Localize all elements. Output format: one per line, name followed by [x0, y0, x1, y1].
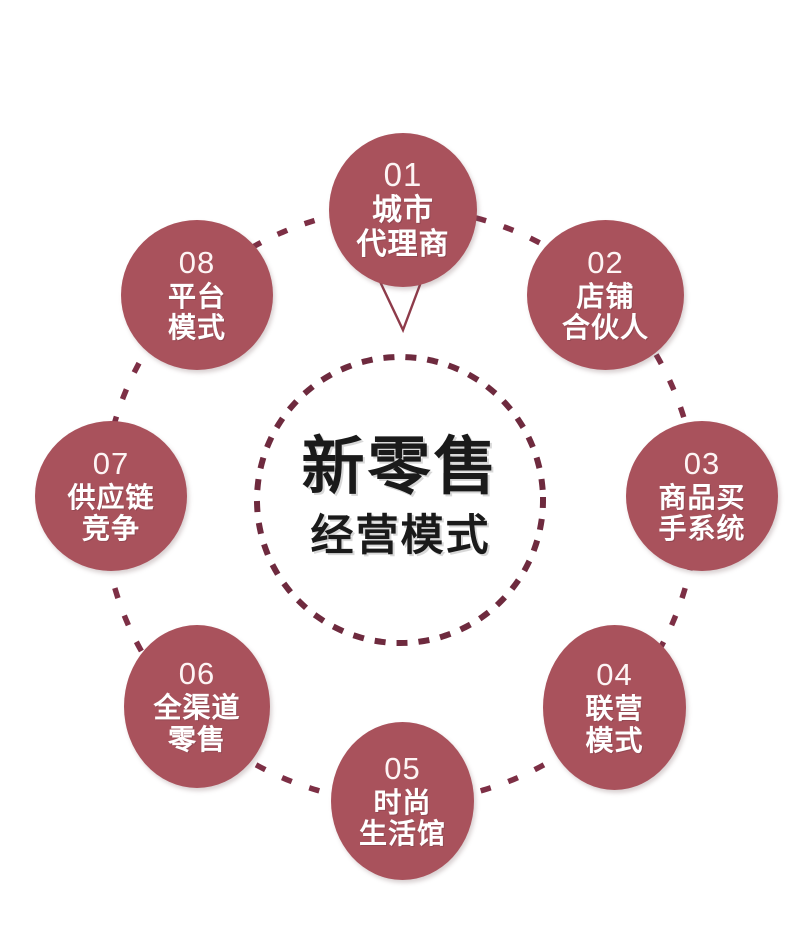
node-label-02: 店铺合伙人: [558, 281, 653, 344]
node-number-05: 05: [384, 750, 421, 786]
node-number-06: 06: [178, 656, 216, 692]
node-label-04-line2: 模式: [585, 724, 644, 756]
node-label-02-line1: 店铺: [576, 280, 635, 312]
node-number-07: 07: [92, 445, 130, 481]
center-wordmark: 新零售 经营模式: [258, 362, 543, 634]
node-number-03: 03: [683, 445, 721, 481]
node-bubble-06[interactable]: 06 全渠道零售: [124, 625, 270, 788]
node-number-01: 01: [383, 156, 423, 194]
node-label-03-line2: 手系统: [658, 513, 746, 544]
node-bubble-05[interactable]: 05 时尚生活馆: [331, 722, 474, 880]
node-label-07-line2: 竞争: [81, 513, 140, 544]
node-number-02: 02: [587, 244, 624, 280]
node-label-08-line2: 模式: [167, 312, 226, 343]
node-label-06-line2: 零售: [167, 723, 226, 755]
node-label-07-line1: 供应链: [67, 481, 155, 513]
node-bubble-03[interactable]: 03 商品买手系统: [626, 421, 778, 571]
node-label-08: 平台模式: [164, 281, 230, 344]
node-number-04: 04: [596, 657, 633, 693]
node-bubble-01[interactable]: 01 城市代理商: [329, 133, 477, 287]
node-bubble-04[interactable]: 04 联营模式: [543, 625, 686, 790]
node-bubble-08[interactable]: 08 平台模式: [121, 220, 273, 370]
node-label-05-line1: 时尚: [373, 786, 432, 818]
node-label-01: 城市代理商: [353, 194, 454, 261]
node-label-02-line2: 合伙人: [561, 312, 649, 343]
node-bubble-07[interactable]: 07 供应链竞争: [35, 421, 187, 571]
node-label-04-line1: 联营: [585, 693, 644, 725]
center-subtitle: 经营模式: [310, 511, 491, 560]
node-label-01-line2: 代理商: [356, 228, 450, 261]
node-label-05-line2: 生活馆: [358, 818, 446, 849]
node-label-06-line1: 全渠道: [153, 692, 241, 724]
node-label-01-line1: 城市: [372, 194, 434, 228]
node-bubble-02[interactable]: 02 店铺合伙人: [527, 220, 684, 370]
node-label-04: 联营模式: [581, 693, 647, 756]
node-label-03: 商品买手系统: [654, 482, 749, 545]
node-label-06: 全渠道零售: [149, 692, 244, 755]
node-label-05: 时尚生活馆: [355, 787, 450, 850]
node-label-03-line1: 商品买: [658, 481, 746, 513]
node-number-08: 08: [178, 244, 216, 280]
node-label-07: 供应链竞争: [63, 482, 158, 545]
node-label-08-line1: 平台: [167, 280, 226, 312]
center-title: 新零售: [301, 431, 500, 502]
